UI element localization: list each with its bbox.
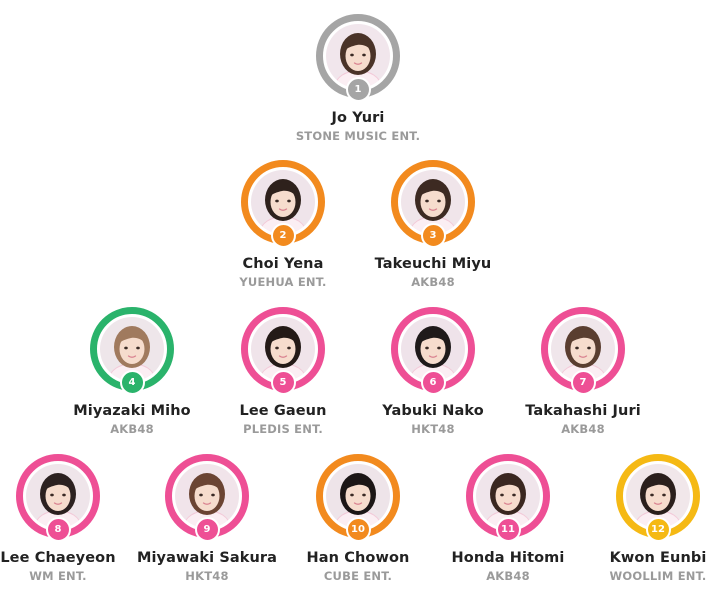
member-agency: YUEHUA ENT.: [239, 275, 327, 289]
portrait-graphic: [175, 464, 239, 528]
profile-ring[interactable]: 5: [241, 307, 325, 395]
rank-badge: 1: [345, 77, 371, 102]
rank-badge: 2: [270, 223, 296, 248]
member-agency: AKB48: [411, 275, 455, 289]
rank-badge: 7: [570, 370, 596, 395]
member-card-1[interactable]: 1 Jo Yuri STONE MUSIC ENT.: [283, 14, 433, 143]
rank-badge: 9: [194, 517, 220, 542]
member-name: Han Chowon: [306, 550, 410, 566]
member-card-5[interactable]: 5 Lee Gaeun PLEDIS ENT.: [208, 307, 358, 436]
member-card-10[interactable]: 10 Han Chowon CUBE ENT.: [283, 454, 433, 583]
rank-badge: 8: [45, 517, 71, 542]
profile-ring[interactable]: 7: [541, 307, 625, 395]
member-card-2[interactable]: 2 Choi Yena YUEHUA ENT.: [208, 160, 358, 289]
member-agency: HKT48: [185, 569, 229, 583]
rank-badge: 12: [645, 517, 671, 542]
member-card-3[interactable]: 3 Takeuchi Miyu AKB48: [358, 160, 508, 289]
profile-ring[interactable]: 9: [165, 454, 249, 542]
rank-badge: 4: [119, 370, 145, 395]
member-agency: AKB48: [110, 422, 154, 436]
rank-badge: 10: [345, 517, 371, 542]
profile-ring[interactable]: 4: [90, 307, 174, 395]
member-agency: AKB48: [561, 422, 605, 436]
member-name: Jo Yuri: [331, 110, 385, 126]
member-name: Kwon Eunbi: [609, 550, 707, 566]
profile-ring[interactable]: 1: [316, 14, 400, 102]
member-card-4[interactable]: 4 Miyazaki Miho AKB48: [57, 307, 207, 436]
profile-ring[interactable]: 11: [466, 454, 550, 542]
profile-ring[interactable]: 12: [616, 454, 700, 542]
member-name: Lee Gaeun: [239, 403, 327, 419]
profile-ring[interactable]: 6: [391, 307, 475, 395]
member-card-7[interactable]: 7 Takahashi Juri AKB48: [508, 307, 658, 436]
profile-ring[interactable]: 2: [241, 160, 325, 248]
member-agency: AKB48: [486, 569, 530, 583]
member-agency: WM ENT.: [29, 569, 87, 583]
member-name: Takahashi Juri: [525, 403, 641, 419]
rank-badge: 3: [420, 223, 446, 248]
member-card-8[interactable]: 8 Lee Chaeyeon WM ENT.: [0, 454, 133, 583]
member-name: Miyazaki Miho: [73, 403, 191, 419]
member-name: Takeuchi Miyu: [374, 256, 492, 272]
member-card-6[interactable]: 6 Yabuki Nako HKT48: [358, 307, 508, 436]
member-name: Honda Hitomi: [451, 550, 565, 566]
member-card-9[interactable]: 9 Miyawaki Sakura HKT48: [132, 454, 282, 583]
rank-badge: 11: [495, 517, 521, 542]
member-agency: STONE MUSIC ENT.: [295, 129, 421, 143]
profile-ring[interactable]: 8: [16, 454, 100, 542]
member-name: Yabuki Nako: [382, 403, 484, 419]
member-card-11[interactable]: 11 Honda Hitomi AKB48: [433, 454, 583, 583]
profile-ring[interactable]: 3: [391, 160, 475, 248]
member-agency: HKT48: [411, 422, 455, 436]
member-agency: CUBE ENT.: [323, 569, 393, 583]
member-name: Miyawaki Sakura: [136, 550, 278, 566]
rank-badge: 6: [420, 370, 446, 395]
member-card-12[interactable]: 12 Kwon Eunbi WOOLLIM ENT.: [583, 454, 720, 583]
member-name: Choi Yena: [242, 256, 324, 272]
rank-badge: 5: [270, 370, 296, 395]
profile-photo: [175, 464, 239, 528]
member-agency: PLEDIS ENT.: [243, 422, 323, 436]
member-name: Lee Chaeyeon: [0, 550, 116, 566]
profile-ring[interactable]: 10: [316, 454, 400, 542]
member-agency: WOOLLIM ENT.: [609, 569, 707, 583]
